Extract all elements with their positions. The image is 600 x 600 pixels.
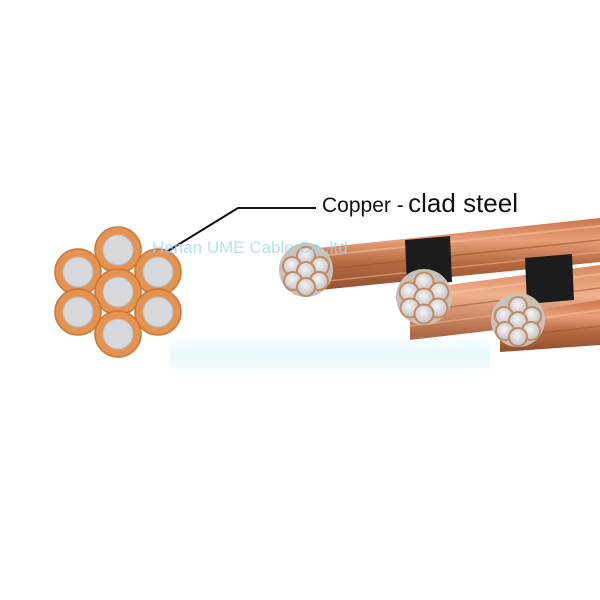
strand-cross-section-icon: [54, 226, 182, 358]
product-label: Copper - clad steel: [322, 190, 518, 216]
label-clad-steel: clad steel: [408, 188, 518, 218]
copper-clad-steel-cable-photo: [279, 218, 600, 352]
reflection-glow: [170, 335, 490, 375]
label-copper: Copper -: [322, 194, 404, 217]
watermark-text: Henan UME Cable Co.,ltd: [152, 238, 348, 257]
leader-line: [149, 207, 316, 263]
